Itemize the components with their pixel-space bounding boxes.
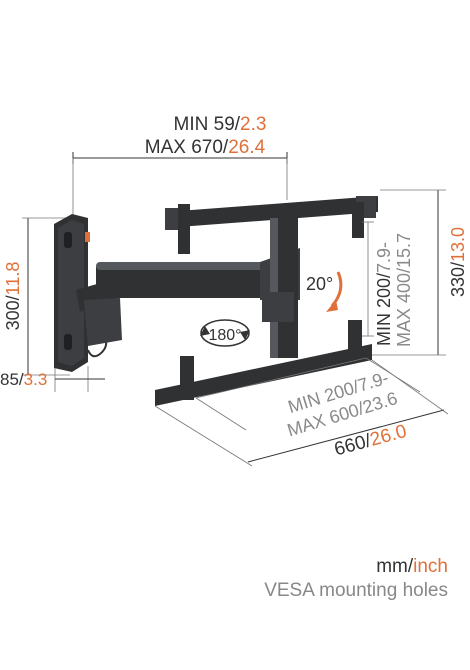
- wall-plate-slot-bottom: [64, 334, 72, 350]
- wall-plate-accent-clip: [85, 232, 90, 242]
- frame-width-ext-left: [154, 405, 253, 467]
- bottom-right-hook: [348, 320, 362, 356]
- tv-frame: [155, 196, 378, 406]
- bottom-left-hook: [180, 356, 194, 400]
- unit-inch-label: inch: [413, 556, 448, 577]
- vesa-vertical-dimension: MIN 200/7.9- MAX 400/15.7: [362, 221, 414, 347]
- vesa-vertical-max-text: MAX 400/15.7: [394, 233, 414, 347]
- plate-height-text: 300/11.8: [3, 262, 23, 331]
- tilt-arrowhead: [326, 300, 338, 312]
- vesa-horizontal-line: [195, 357, 367, 399]
- bottom-rail: [155, 344, 372, 406]
- vesa-vertical-min-text: MIN 200/7.9-: [374, 242, 394, 346]
- top-right-hook: [352, 202, 364, 238]
- arm-main-highlight: [96, 262, 266, 270]
- tilt-angle-text: 20°: [306, 274, 333, 294]
- tilt-arc: [330, 271, 343, 307]
- frame-width-line: [247, 409, 445, 463]
- vesa-horizontal-ext-left: [195, 397, 247, 431]
- plate-depth-dimension: 85/3.3: [0, 366, 105, 392]
- unit-mm-label: mm/: [376, 556, 414, 577]
- swivel-ellipse: [200, 319, 250, 347]
- wall-plate-face: [58, 220, 84, 366]
- swivel-arrow-right: [240, 330, 250, 340]
- reach-dimension: MIN 59/2.3 MAX 670/26.4: [72, 114, 288, 215]
- reach-max-text: MAX 670/26.4: [145, 137, 266, 158]
- plate-depth-text: 85/3.3: [0, 370, 47, 389]
- swivel-angle-text: 180°: [208, 327, 241, 344]
- top-left-hook: [178, 204, 190, 254]
- vesa-legend: VESA mounting holes: [264, 580, 448, 601]
- swivel-indicator: 180°: [200, 319, 250, 347]
- center-column-highlight: [270, 218, 278, 358]
- top-rail: [165, 196, 378, 228]
- tilt-knob: [262, 292, 294, 322]
- frame-height-text: 330/13.0: [448, 227, 468, 297]
- frame-width-ext-right: [371, 359, 449, 415]
- swivel-arrow-left: [200, 326, 210, 336]
- arm-main-segment: [96, 262, 266, 298]
- reach-min-text: MIN 59/2.3: [174, 114, 267, 135]
- arm-elbow: [84, 298, 122, 346]
- wall-plate-slot-top: [64, 232, 72, 248]
- tilt-indicator: 20°: [306, 271, 343, 312]
- unit-legend: mm/inch: [376, 556, 448, 578]
- frame-width-text: 660/26.0: [332, 421, 409, 460]
- frame-height-dimension: 330/13.0: [372, 189, 468, 356]
- wall-plate: [54, 214, 108, 372]
- plate-height-dimension: 300/11.8: [3, 217, 70, 376]
